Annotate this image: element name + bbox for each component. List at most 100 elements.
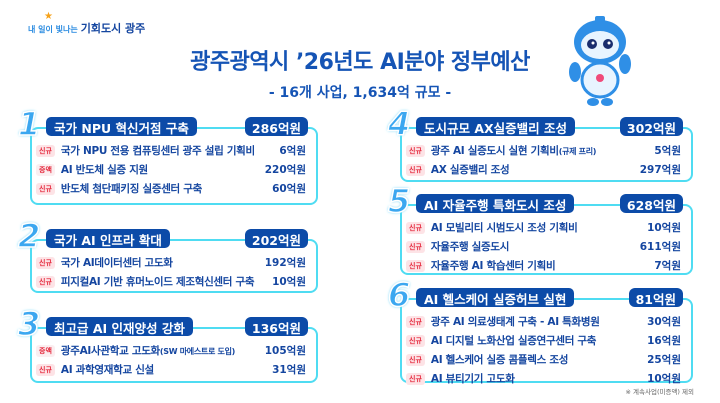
panel-number-badge: 3 — [17, 304, 41, 344]
budget-item: 신규 국가 NPU 전용 컴퓨팅센터 광주 설립 기획비 6억원 — [36, 141, 306, 160]
item-amount: 10억원 — [647, 373, 681, 385]
panel-title: AI 자율주행 특화도시 조성 — [416, 194, 575, 213]
budget-panel-3: 최고급 AI 인재양성 강화 136억원 증액 광주AI사관학교 고도화(SW … — [17, 304, 318, 383]
item-amount: 16억원 — [647, 335, 681, 347]
item-amount: 10억원 — [272, 276, 306, 288]
robot-mascot-icon — [569, 16, 631, 106]
budget-item: 신규 자율주행 AI 학습센터 기획비 7억원 — [406, 256, 681, 275]
item-name: 광주 AI 실증도시 실현 기획비(규제 프리) — [431, 143, 654, 158]
item-list: 신규 국가 AI데이터센터 고도화 192억원 신규 피지컬AI 기반 휴머노이… — [36, 253, 306, 291]
item-text: 국가 AI데이터센터 고도화 — [60, 257, 173, 269]
budget-item: 신규 국가 AI데이터센터 고도화 192억원 — [36, 253, 306, 272]
item-name: AI 과학영재학교 신설 — [61, 362, 272, 377]
item-name: AI 헬스케어 실증 콤플렉스 조성 — [431, 352, 647, 367]
panel-number-badge: 5 — [387, 181, 411, 221]
item-text: 광주 AI 의료생태계 구축 - AI 특화병원 — [430, 316, 600, 328]
item-amount: 5억원 — [654, 145, 681, 157]
panel-box — [400, 127, 693, 182]
item-name: AI 뷰티기기 고도화 — [431, 371, 647, 386]
budget-item: 신규 AX 실증밸리 조성 297억원 — [406, 160, 681, 179]
item-name: 국가 NPU 전용 컴퓨팅센터 광주 설립 기획비 — [61, 143, 279, 158]
item-text: 피지컬AI 기반 휴머노이드 제조혁신센터 구축 — [60, 276, 255, 288]
item-amount: 105억원 — [264, 345, 306, 357]
item-name: 광주 AI 의료생태계 구축 - AI 특화병원 — [431, 314, 647, 329]
status-badge: 신규 — [406, 163, 425, 176]
item-amount: 10억원 — [647, 222, 681, 234]
status-badge: 신규 — [36, 182, 55, 195]
item-text: AI 헬스케어 실증 콤플렉스 조성 — [430, 354, 569, 366]
budget-item: 신규 AI 과학영재학교 신설 31억원 — [36, 360, 306, 379]
budget-panel-6: AI 헬스케어 실증허브 실현 81억원 신규 광주 AI 의료생태계 구축 -… — [387, 275, 693, 385]
panel-amount: 81억원 — [628, 288, 683, 307]
budget-item: 신규 AI 헬스케어 실증 콤플렉스 조성 25억원 — [406, 350, 681, 369]
panel-amount: 302억원 — [619, 117, 683, 136]
item-name: AX 실증밸리 조성 — [431, 162, 640, 177]
item-name: 피지컬AI 기반 휴머노이드 제조혁신센터 구축 — [61, 274, 272, 289]
item-name: 국가 AI데이터센터 고도화 — [61, 255, 265, 270]
panel-number-badge: 2 — [17, 216, 41, 256]
budget-item: 신규 AI 뷰티기기 고도화 10억원 — [406, 369, 681, 388]
budget-item: 신규 피지컬AI 기반 휴머노이드 제조혁신센터 구축 10억원 — [36, 272, 306, 291]
panel-title: 국가 NPU 혁신거점 구축 — [46, 117, 197, 136]
item-text: 국가 NPU 전용 컴퓨팅센터 광주 설립 기획비 — [60, 145, 255, 157]
item-list: 신규 광주 AI 실증도시 실현 기획비(규제 프리) 5억원 신규 AX 실증… — [406, 141, 681, 179]
status-badge: 증액 — [36, 344, 55, 357]
item-text: AX 실증밸리 조성 — [430, 164, 510, 176]
item-amount: 7억원 — [654, 260, 681, 272]
status-badge: 신규 — [36, 363, 55, 376]
panel-title: 국가 AI 인프라 확대 — [46, 229, 170, 248]
item-text: AI 과학영재학교 신설 — [60, 364, 154, 376]
item-amount: 220억원 — [264, 164, 306, 176]
item-list: 증액 광주AI사관학교 고도화(SW 마에스트로 도입) 105억원 신규 AI… — [36, 341, 306, 379]
panel-number-badge: 4 — [387, 104, 411, 144]
budget-panel-4: 도시규모 AX실증밸리 조성 302억원 신규 광주 AI 실증도시 실현 기획… — [387, 104, 693, 182]
budget-panel-1: 국가 NPU 혁신거점 구축 286억원 신규 국가 NPU 전용 컴퓨팅센터 … — [17, 104, 318, 205]
panel-number-badge: 6 — [387, 275, 411, 315]
panel-amount: 286억원 — [244, 117, 308, 136]
item-list: 신규 광주 AI 의료생태계 구축 - AI 특화병원 30억원 신규 AI 디… — [406, 312, 681, 388]
panel-title: 도시규모 AX실증밸리 조성 — [416, 117, 576, 136]
budget-panel-2: 국가 AI 인프라 확대 202억원 신규 국가 AI데이터센터 고도화 192… — [17, 216, 318, 293]
item-note: (규제 프리) — [558, 147, 597, 156]
slogan-main: 기회도시 광주 — [80, 22, 146, 35]
page-title: 광주광역시 ’26년도 AI분야 정부예산 — [190, 50, 530, 75]
item-amount: 6억원 — [279, 145, 306, 157]
star-icon: ★ — [44, 11, 53, 22]
panel-box — [30, 239, 318, 293]
status-badge: 신규 — [406, 240, 425, 253]
status-badge: 신규 — [406, 372, 425, 385]
panel-title: 최고급 AI 인재양성 강화 — [46, 317, 193, 336]
item-note: (SW 마에스트로 도입) — [159, 347, 236, 356]
item-list: 신규 AI 모빌리티 시범도시 조성 기획비 10억원 신규 자율주행 실증도시… — [406, 218, 681, 275]
status-badge: 신규 — [36, 144, 55, 157]
budget-item: 신규 광주 AI 실증도시 실현 기획비(규제 프리) 5억원 — [406, 141, 681, 160]
panel-title: AI 헬스케어 실증허브 실현 — [416, 288, 575, 307]
item-text: AI 반도체 실증 지원 — [60, 164, 148, 176]
status-badge: 신규 — [406, 334, 425, 347]
item-text: 자율주행 AI 학습센터 기획비 — [430, 260, 556, 272]
item-amount: 297억원 — [639, 164, 681, 176]
item-text: AI 모빌리티 시범도시 조성 기획비 — [430, 222, 578, 234]
budget-item: 신규 AI 모빌리티 시범도시 조성 기획비 10억원 — [406, 218, 681, 237]
slogan-prefix: 내 일이 빛나는 — [28, 25, 78, 34]
budget-panel-5: AI 자율주행 특화도시 조성 628억원 신규 AI 모빌리티 시범도시 조성… — [387, 181, 693, 275]
item-text: 광주 AI 실증도시 실현 기획비 — [430, 145, 559, 157]
budget-item: 신규 반도체 첨단패키징 실증센터 구축 60억원 — [36, 179, 306, 198]
item-name: 광주AI사관학교 고도화(SW 마에스트로 도입) — [61, 343, 265, 358]
item-text: AI 뷰티기기 고도화 — [430, 373, 515, 385]
item-amount: 611억원 — [639, 241, 681, 253]
item-amount: 25억원 — [647, 354, 681, 366]
status-badge: 신규 — [406, 353, 425, 366]
budget-item: 신규 자율주행 실증도시 611억원 — [406, 237, 681, 256]
status-badge: 신규 — [36, 275, 55, 288]
item-amount: 31억원 — [272, 364, 306, 376]
panel-box — [30, 127, 318, 205]
item-text: 반도체 첨단패키징 실증센터 구축 — [60, 183, 202, 195]
item-list: 신규 국가 NPU 전용 컴퓨팅센터 광주 설립 기획비 6억원 증액 AI 반… — [36, 141, 306, 198]
item-name: 자율주행 실증도시 — [431, 239, 640, 254]
item-name: 자율주행 AI 학습센터 기획비 — [431, 258, 654, 273]
item-amount: 192억원 — [264, 257, 306, 269]
budget-item: 증액 광주AI사관학교 고도화(SW 마에스트로 도입) 105억원 — [36, 341, 306, 360]
status-badge: 신규 — [406, 315, 425, 328]
